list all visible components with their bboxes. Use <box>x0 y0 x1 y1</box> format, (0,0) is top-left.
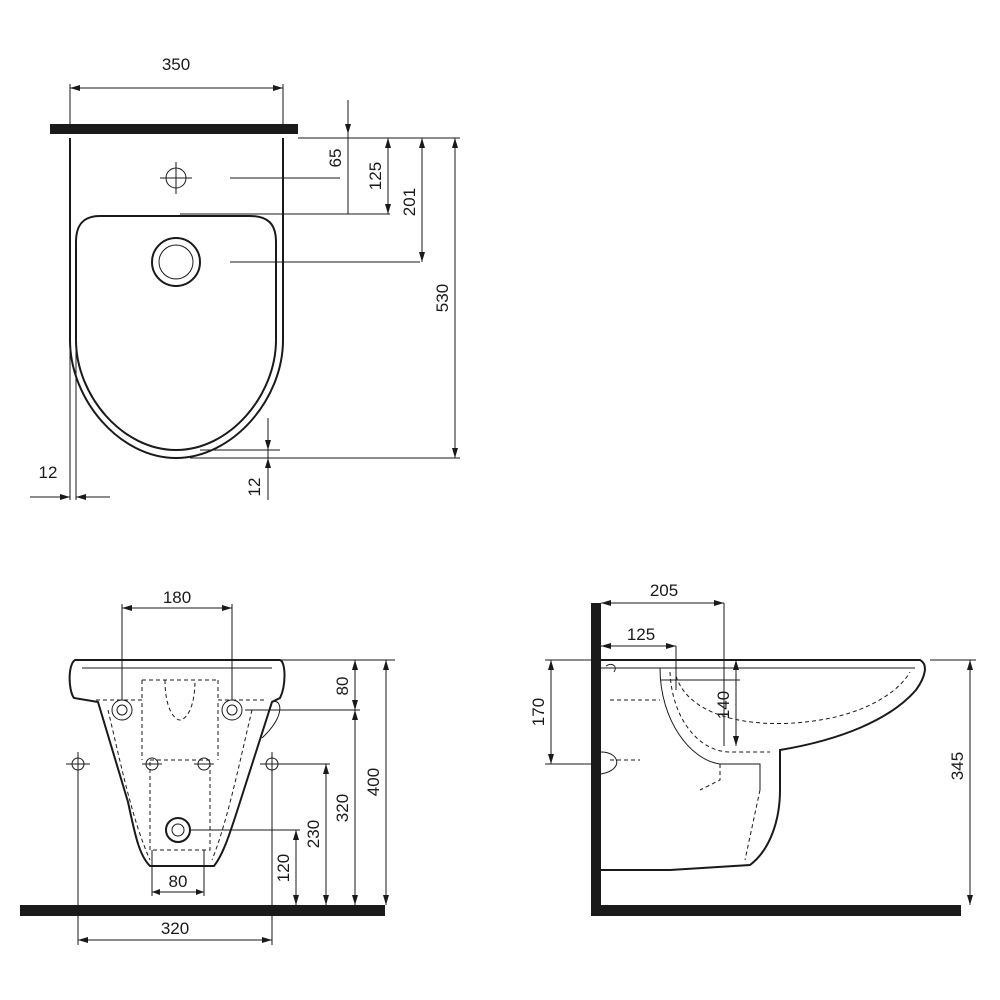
dim-125: 125 <box>366 162 385 190</box>
dim-320-right: 320 <box>333 794 352 822</box>
side-view-floor <box>591 905 961 916</box>
dim-320-bottom: 320 <box>161 919 189 938</box>
dim-12-left: 12 <box>39 463 58 482</box>
anchor-point-icon <box>66 752 90 776</box>
drain-icon <box>151 237 201 287</box>
anchor-point-icon <box>260 752 284 776</box>
dim-140: 140 <box>714 691 733 719</box>
front-view-floor <box>20 905 385 916</box>
dim-345: 345 <box>948 752 967 780</box>
top-view-bowl-outline <box>69 138 284 460</box>
dim-400: 400 <box>364 768 383 796</box>
dim-205: 205 <box>650 581 678 600</box>
dim-230: 230 <box>304 820 323 848</box>
top-view-wall <box>50 124 298 134</box>
top-view-bowl-rim <box>75 215 277 452</box>
fixing-hole-icon <box>111 699 133 721</box>
anchor-point-icon <box>142 757 162 771</box>
anchor-point-icon <box>194 757 214 771</box>
front-view: 180 320 80 80 400 320 <box>20 588 395 945</box>
dim-80-right: 80 <box>333 677 352 696</box>
dim-80-bottom: 80 <box>169 872 188 891</box>
dim-201: 201 <box>400 188 419 216</box>
outlet-icon <box>165 817 191 843</box>
dim-350: 350 <box>162 55 190 74</box>
dim-65: 65 <box>326 149 345 168</box>
side-view: 205 125 140 170 345 <box>529 581 976 916</box>
front-view-bowl-outline <box>68 659 286 867</box>
top-view: 350 65 125 201 530 12 <box>30 55 460 500</box>
dim-170: 170 <box>529 698 548 726</box>
dim-120: 120 <box>274 854 293 882</box>
side-view-wall <box>591 603 601 915</box>
tap-hole-icon <box>160 162 192 194</box>
dim-530: 530 <box>433 284 452 312</box>
dim-180: 180 <box>163 588 191 607</box>
dim-125-side: 125 <box>627 625 655 644</box>
dim-12-bottom: 12 <box>245 478 264 497</box>
side-view-bowl-outline <box>601 659 926 871</box>
fixing-hole-icon <box>221 699 243 721</box>
